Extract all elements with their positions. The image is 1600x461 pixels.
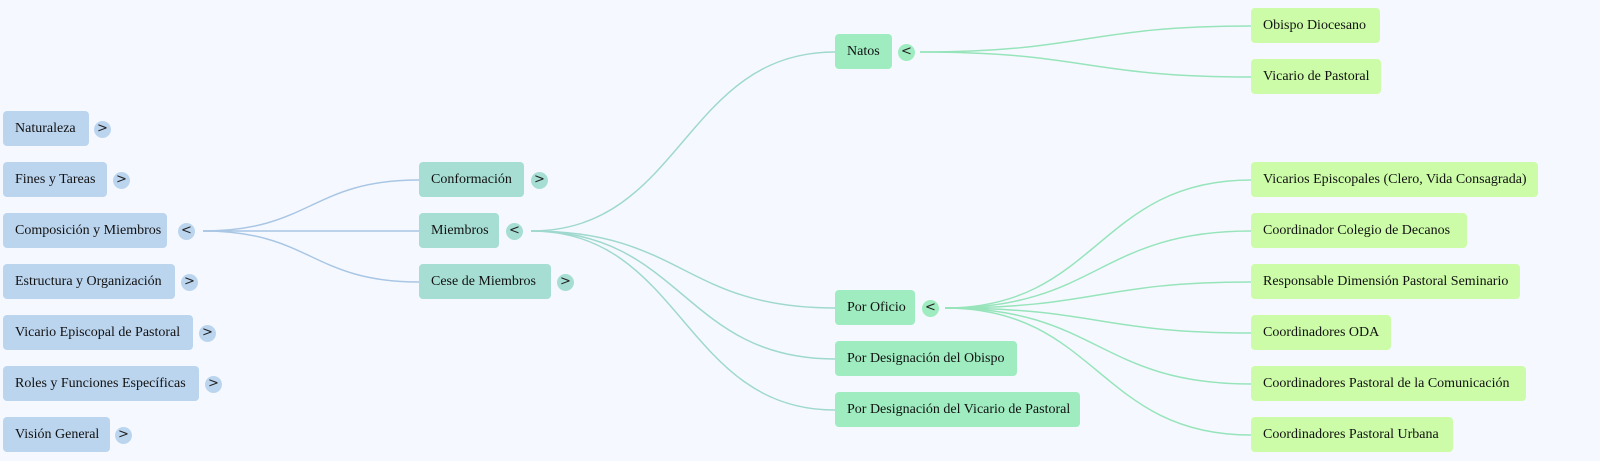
node-por-oficio[interactable]: Por Oficio [835, 290, 915, 325]
node-coordinadores-pastoral-comunicacion[interactable]: Coordinadores Pastoral de la Comunicació… [1251, 366, 1526, 401]
link-natos-1 [919, 51, 1252, 78]
node-roles-y-funciones[interactable]: Roles y Funciones Específicas [3, 366, 199, 401]
link-miembros-0 [530, 51, 836, 232]
node-coordinadores-pastoral-urbana[interactable]: Coordinadores Pastoral Urbana [1251, 417, 1453, 452]
collapse-toggle-por-oficio[interactable]: < [922, 300, 939, 317]
expand-toggle-estructura-y-organizacion[interactable]: > [181, 274, 198, 291]
expand-toggle-naturaleza[interactable]: > [94, 121, 111, 138]
node-responsable-dimension-pastoral[interactable]: Responsable Dimensión Pastoral Seminario [1251, 264, 1520, 299]
node-conformacion[interactable]: Conformación [419, 162, 524, 197]
expand-toggle-roles-y-funciones[interactable]: > [205, 376, 222, 393]
node-fines-y-tareas[interactable]: Fines y Tareas [3, 162, 107, 197]
link-composicion-0 [202, 179, 420, 232]
link-miembros-1 [530, 230, 836, 309]
expand-toggle-cese-de-miembros[interactable]: > [557, 274, 574, 291]
node-composicion-y-miembros[interactable]: Composición y Miembros [3, 213, 167, 248]
node-natos[interactable]: Natos [835, 34, 892, 69]
node-por-designacion-del-obispo[interactable]: Por Designación del Obispo [835, 341, 1017, 376]
collapse-toggle-composicion-y-miembros[interactable]: < [178, 223, 195, 240]
node-miembros[interactable]: Miembros [419, 213, 499, 248]
link-oficio-5 [944, 307, 1252, 436]
link-natos-0 [919, 25, 1252, 53]
node-cese-de-miembros[interactable]: Cese de Miembros [419, 264, 551, 299]
node-por-designacion-del-vicario[interactable]: Por Designación del Vicario de Pastoral [835, 392, 1080, 427]
node-naturaleza[interactable]: Naturaleza [3, 111, 89, 146]
collapse-toggle-natos[interactable]: < [898, 44, 915, 61]
node-obispo-diocesano[interactable]: Obispo Diocesano [1251, 8, 1380, 43]
node-coordinadores-oda[interactable]: Coordinadores ODA [1251, 315, 1391, 350]
link-miembros-2 [530, 230, 836, 360]
node-vicarios-episcopales[interactable]: Vicarios Episcopales (Clero, Vida Consag… [1251, 162, 1538, 197]
link-composicion-2 [202, 230, 420, 283]
link-oficio-1 [944, 230, 1252, 309]
link-oficio-0 [944, 179, 1252, 309]
expand-toggle-vicario-episcopal-de-pastoral[interactable]: > [199, 325, 216, 342]
expand-toggle-vision-general[interactable]: > [115, 427, 132, 444]
expand-toggle-conformacion[interactable]: > [531, 172, 548, 189]
node-vision-general[interactable]: Visión General [3, 417, 110, 452]
collapse-toggle-miembros[interactable]: < [506, 223, 523, 240]
node-vicario-episcopal-de-pastoral[interactable]: Vicario Episcopal de Pastoral [3, 315, 193, 350]
node-estructura-y-organizacion[interactable]: Estructura y Organización [3, 264, 175, 299]
link-oficio-4 [944, 307, 1252, 385]
node-coordinador-colegio-decanos[interactable]: Coordinador Colegio de Decanos [1251, 213, 1467, 248]
link-oficio-2 [944, 281, 1252, 309]
node-vicario-de-pastoral[interactable]: Vicario de Pastoral [1251, 59, 1381, 94]
link-oficio-3 [944, 307, 1252, 334]
link-miembros-3 [530, 230, 836, 411]
expand-toggle-fines-y-tareas[interactable]: > [113, 172, 130, 189]
